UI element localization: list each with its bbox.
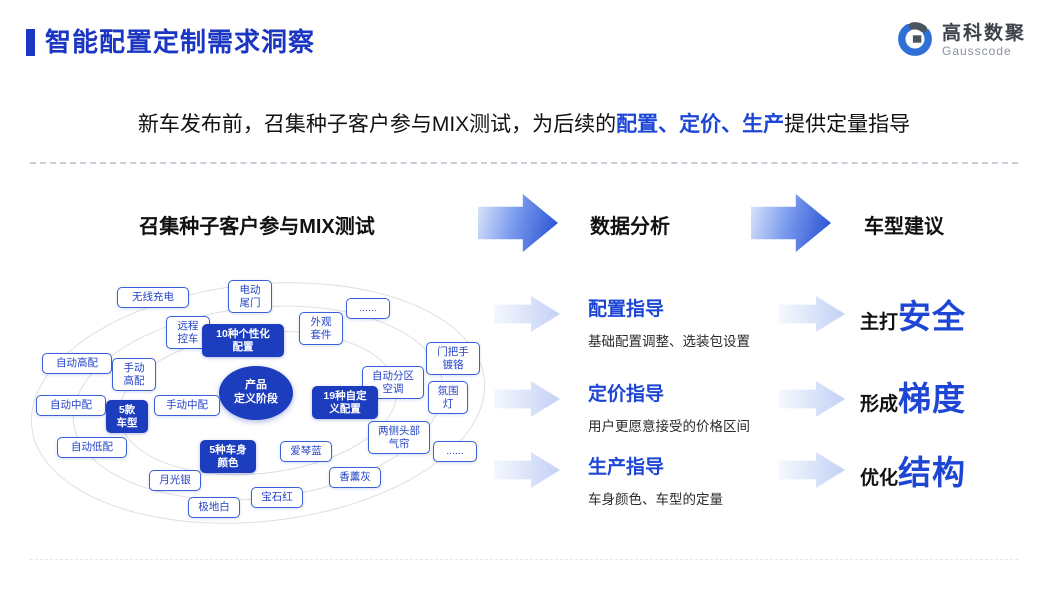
title-accent-bar [26, 29, 35, 56]
analysis-title: 生产指导 [588, 457, 665, 478]
diagram-node: 外观套件 [299, 312, 343, 346]
diagram-node: 自动高配 [42, 353, 112, 374]
diagram-node: 宝石红 [251, 487, 303, 508]
logo-text: 高科数聚 Gausscode [942, 24, 1026, 58]
diagram-node: 手动高配 [112, 358, 156, 392]
suggestion-keyword: 梯度 [898, 380, 967, 417]
subtitle-pre: 新车发布前，召集种子客户参与MIX测试，为后续的 [137, 113, 617, 136]
company-logo: 高科数聚 Gausscode [896, 20, 1026, 63]
dashed-divider-top [30, 162, 1018, 164]
diagram-node: 19种自定义配置 [312, 386, 378, 420]
subtitle-post: 提供定量指导 [784, 113, 911, 136]
suggestion-item-gradient: 形成 梯度 [860, 372, 966, 420]
diagram-node: 电动尾门 [228, 280, 272, 314]
stage-arrow-icon [751, 194, 831, 252]
diagram-node: 月光银 [149, 470, 201, 491]
analysis-item-pricing: 定价指导 用户更愿意接受的价格区间 [588, 379, 808, 435]
diagram-node: ...... [433, 441, 477, 462]
analysis-title: 配置指导 [588, 299, 665, 320]
diagram-node: 氛围灯 [428, 381, 468, 415]
analysis-item-production: 生产指导 车身颜色、车型的定量 [588, 452, 808, 508]
column-heading-data-analysis: 数据分析 [590, 216, 670, 238]
diagram-node: 极地白 [188, 497, 240, 518]
diagram-node: 门把手镀铬 [426, 342, 480, 376]
diagram-node: 手动中配 [154, 395, 220, 416]
column-heading-mix-test: 召集种子客户参与MIX测试 [139, 216, 375, 238]
diagram-center-node: 产品 定义阶段 [219, 366, 293, 420]
diagram-node: 香薰灰 [329, 467, 381, 488]
diagram-node: 自动中配 [36, 395, 106, 416]
analysis-desc: 车身颜色、车型的定量 [588, 492, 723, 507]
diagram-node: 爱琴蓝 [280, 441, 332, 462]
stage-arrow-icon [478, 194, 558, 252]
suggestion-prefix: 优化 [860, 468, 899, 489]
diagram-node: 自动低配 [57, 437, 127, 458]
diagram-node: 无线充电 [117, 287, 189, 308]
diagram-node: ...... [346, 298, 390, 319]
logo-name: 高科数聚 [941, 23, 1026, 45]
suggestion-item-safety: 主打 安全 [860, 290, 966, 338]
column-heading-model-suggestion: 车型建议 [864, 216, 944, 238]
analysis-desc: 基础配置调整、选装包设置 [588, 334, 750, 349]
page-title: 智能配置定制需求洞察 [45, 27, 316, 57]
logo-subname: Gausscode [941, 44, 1012, 59]
center-node-line2: 定义阶段 [234, 393, 278, 405]
center-node-line1: 产品 [245, 379, 267, 392]
subtitle-highlight: 配置、定价、生产 [616, 113, 785, 136]
analysis-desc: 用户更愿意接受的价格区间 [588, 419, 750, 434]
logo-icon [896, 20, 934, 63]
slide-subtitle: 新车发布前，召集种子客户参与MIX测试，为后续的配置、定价、生产提供定量指导 [0, 108, 1048, 138]
diagram-node: 两侧头部气帘 [368, 421, 430, 455]
analysis-item-config: 配置指导 基础配置调整、选装包设置 [588, 294, 808, 350]
diagram-node: 5款车型 [106, 400, 148, 434]
analysis-title: 定价指导 [588, 384, 665, 405]
diagram-node: 5种车身颜色 [200, 440, 256, 474]
dashed-divider-bottom [30, 559, 1018, 560]
suggestion-keyword: 结构 [898, 454, 967, 491]
diagram-node: 10种个性化配置 [202, 324, 284, 358]
suggestion-item-structure: 优化 结构 [860, 446, 966, 494]
suggestion-keyword: 安全 [898, 298, 967, 335]
suggestion-prefix: 主打 [860, 312, 899, 333]
suggestion-prefix: 形成 [860, 394, 899, 415]
